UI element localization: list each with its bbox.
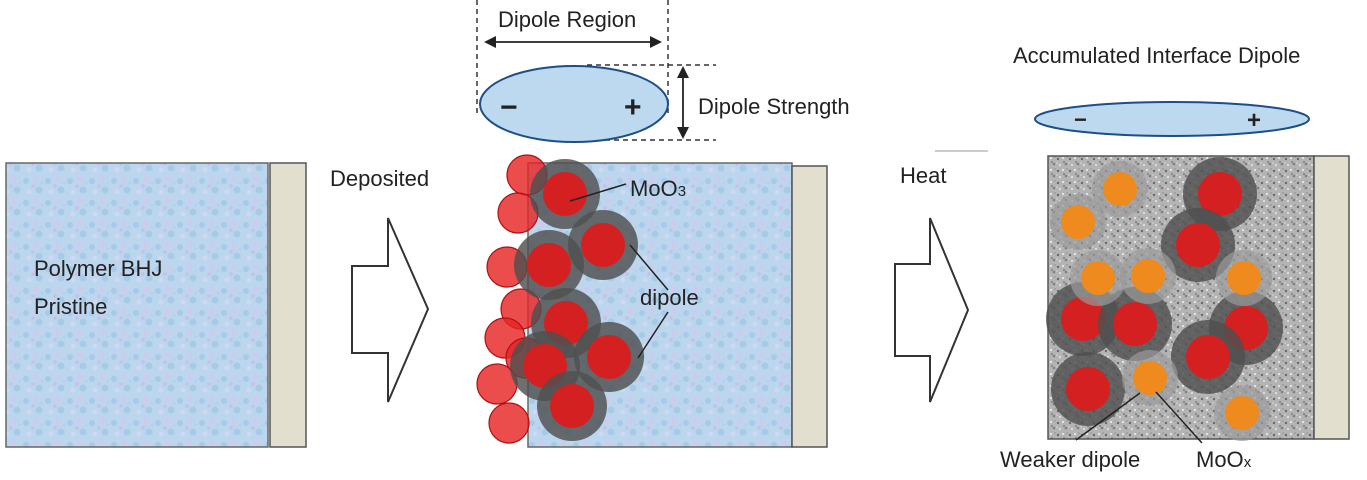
moox-core (1103, 172, 1137, 206)
weaker-dipole-leader (1075, 392, 1141, 441)
moox-core (1225, 396, 1259, 430)
accumulated-dipole-title: Accumulated Interface Dipole (1013, 43, 1300, 68)
polymer-label-line1: Polymer BHJ (34, 256, 162, 281)
dipole-ellipse-middle (479, 65, 669, 143)
moox-core (1081, 261, 1115, 295)
moox-core (1133, 361, 1167, 395)
electrode-middle (791, 165, 828, 448)
moo3-core (1061, 297, 1105, 341)
dipole-region-label: Dipole Region (498, 7, 636, 32)
electrode-right (1313, 155, 1350, 440)
dipole-leader-line-upper (629, 244, 669, 291)
moo3-core (527, 243, 571, 287)
right-minus-sign: − (1074, 107, 1087, 132)
surface-particle (488, 402, 530, 444)
moo3-core (1113, 302, 1157, 346)
moox-core (1227, 261, 1261, 295)
annealed-particles (1046, 157, 1283, 441)
dipole-leader-line-lower (637, 311, 669, 359)
dipole-strength-label: Dipole Strength (698, 94, 850, 119)
moo3-core (543, 172, 587, 216)
electrode-left (269, 162, 307, 448)
moo3-core (1198, 172, 1242, 216)
weaker-dipole-label: Weaker dipole (1000, 447, 1140, 472)
dipole-minus-sign: − (500, 91, 518, 124)
moo3-label: MoO3 (630, 176, 686, 201)
moo3-core (1186, 335, 1230, 379)
moox-label: MoOx (1196, 447, 1252, 472)
dipole-ellipse-right (1034, 101, 1310, 137)
right-plus-sign: + (1247, 107, 1261, 134)
deposited-label: Deposited (330, 166, 429, 191)
moo3-core (1176, 223, 1220, 267)
moox-leader (1155, 391, 1203, 444)
heat-arrow (894, 217, 970, 403)
moo3-core (550, 384, 594, 428)
moo3-dipole-particles (510, 159, 644, 441)
moo3-core (581, 223, 625, 267)
moo3-leader-line (569, 183, 627, 202)
dipole-label: dipole (640, 285, 699, 310)
heat-label: Heat (900, 163, 946, 188)
polymer-bhj-layer (5, 162, 269, 448)
polymer-label-line2: Pristine (34, 294, 107, 319)
moox-core (1131, 259, 1165, 293)
moo3-core (1066, 367, 1110, 411)
moo3-core (587, 335, 631, 379)
deposit-arrow (351, 217, 430, 403)
moox-core (1061, 205, 1095, 239)
dipole-plus-sign: + (624, 91, 642, 124)
